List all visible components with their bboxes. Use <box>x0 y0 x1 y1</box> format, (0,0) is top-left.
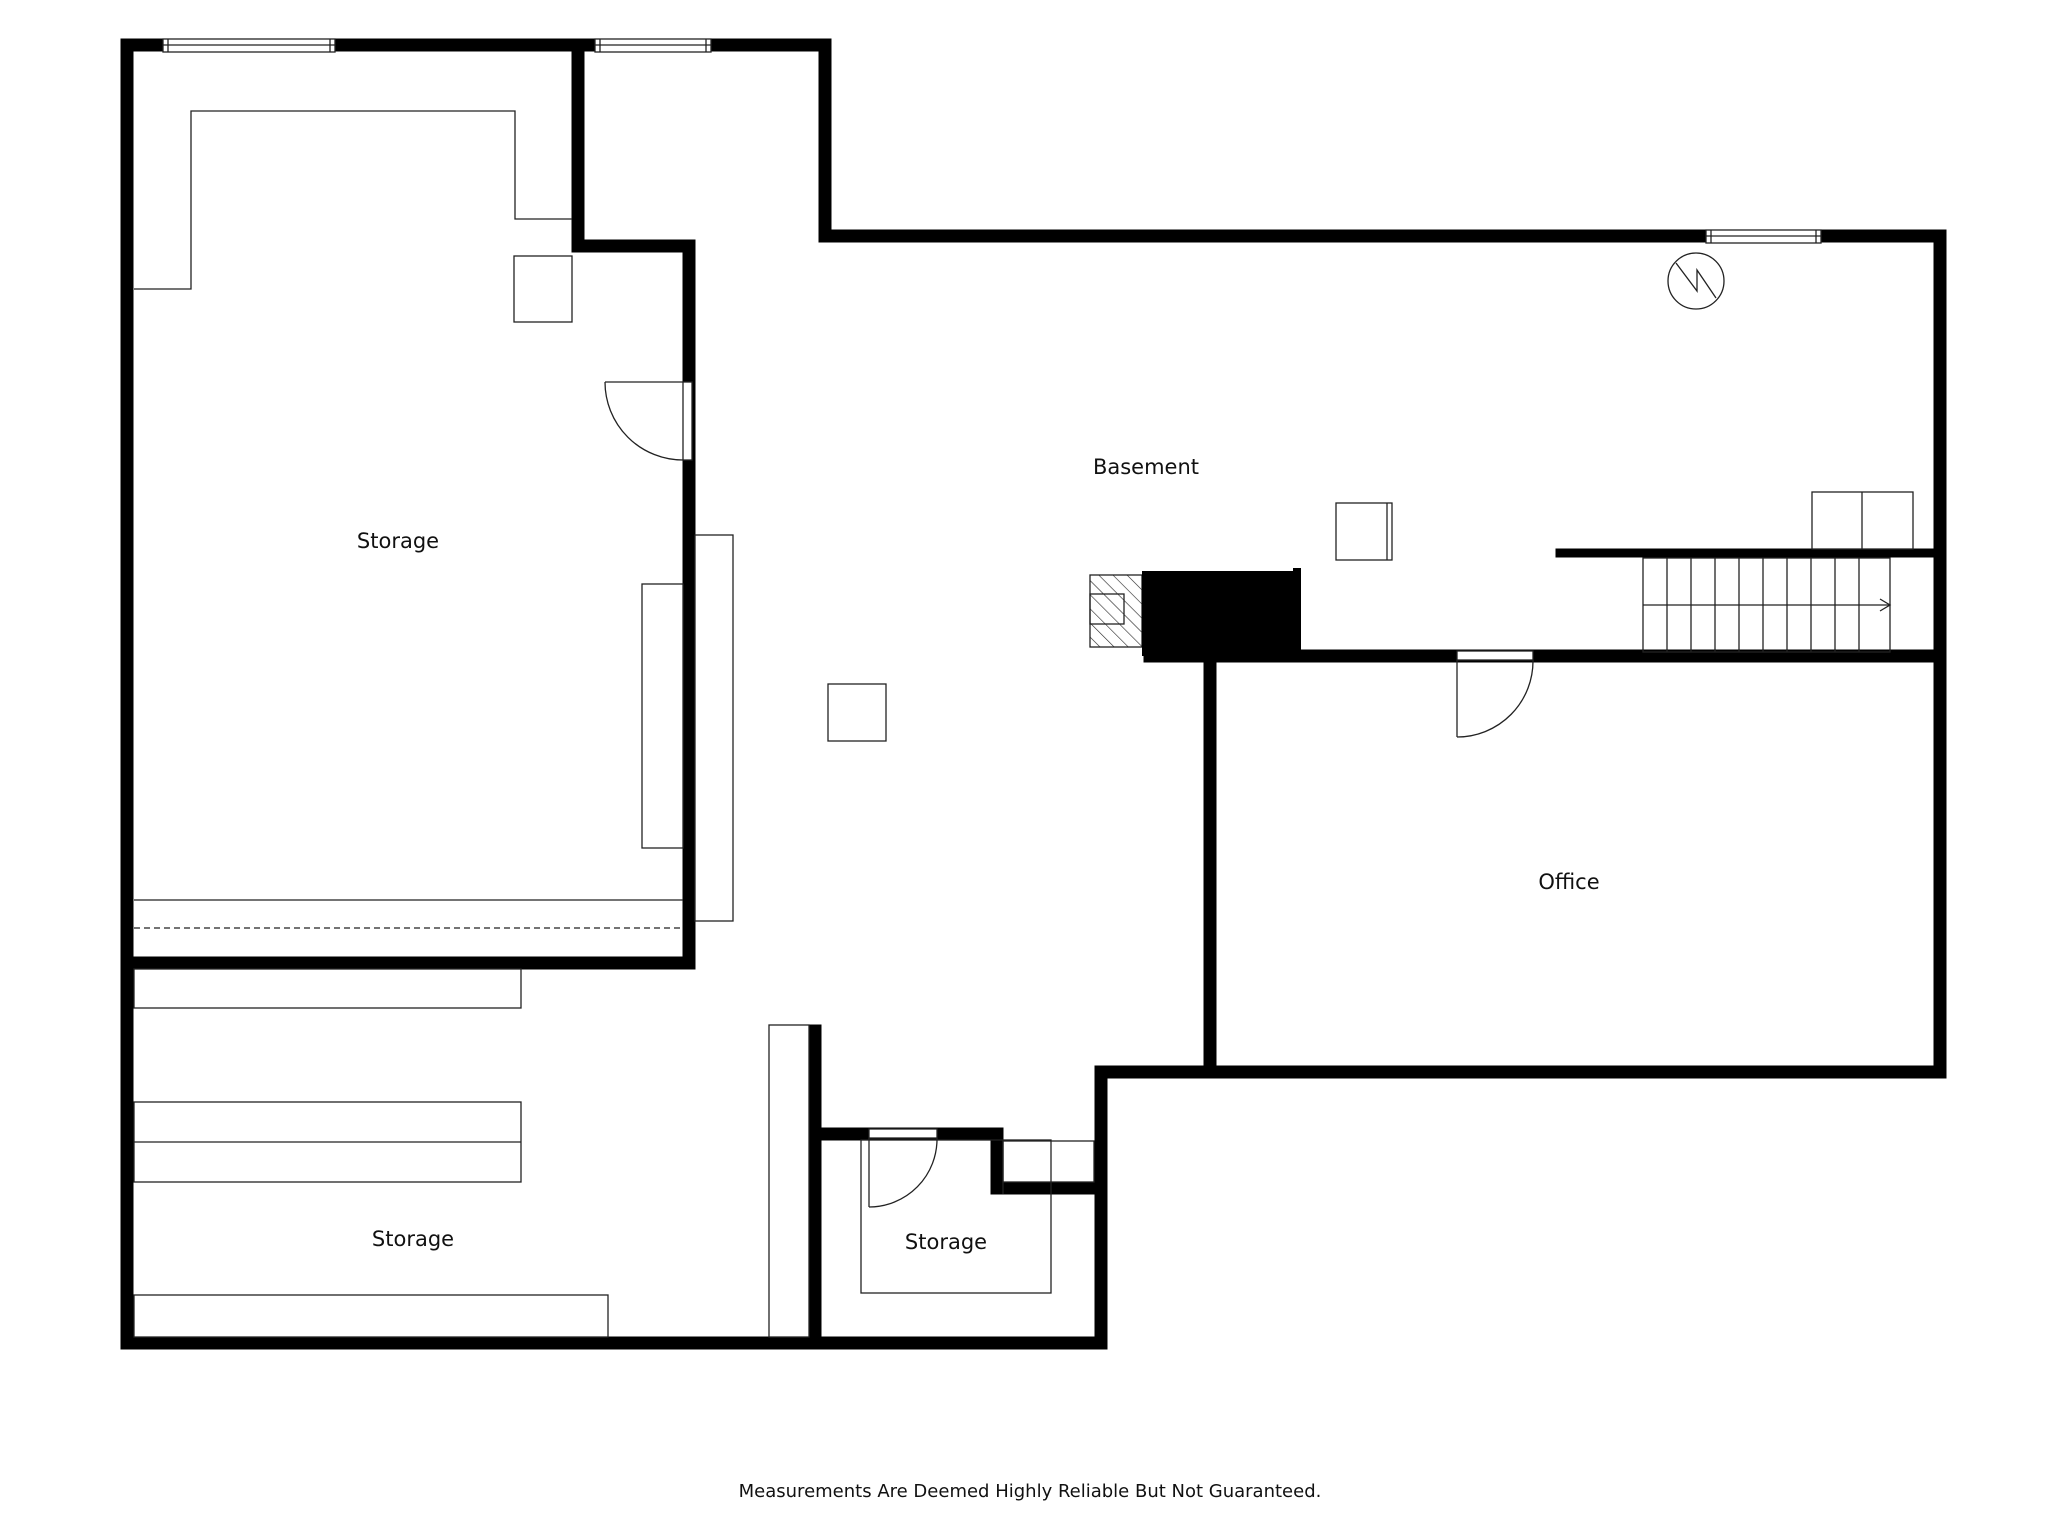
door-office <box>1456 650 1534 738</box>
chimney-icon <box>1089 568 1301 656</box>
stairs-icon <box>1642 557 1892 653</box>
disclaimer-text: Measurements Are Deemed Highly Reliable … <box>739 1481 1322 1502</box>
room-label-basement: Basement <box>1093 455 1199 479</box>
small-storage-nook <box>1002 1140 1095 1183</box>
lower-storage-shelf-1 <box>133 968 522 1009</box>
water-heater-icon <box>1667 252 1725 310</box>
room-label-office: Office <box>1538 870 1599 894</box>
exterior-walls <box>120 38 1947 1350</box>
room-label-storage-small: Storage <box>905 1230 987 1254</box>
windows <box>162 38 1822 244</box>
door-storage-main <box>604 381 693 461</box>
basement-shelf <box>694 534 734 922</box>
room-label-storage-lower: Storage <box>372 1227 454 1251</box>
fixtures <box>133 110 1914 1338</box>
storage-counter <box>134 110 572 290</box>
basement-box <box>827 683 887 742</box>
window-top-right <box>1705 229 1822 244</box>
storage-shelf-inner <box>641 583 684 849</box>
small-storage-shelf <box>860 1139 1052 1294</box>
room-label-storage-main: Storage <box>357 529 439 553</box>
lower-storage-shelf-3 <box>133 1294 609 1338</box>
basement-cabinet <box>1335 502 1393 561</box>
storage-box <box>513 255 573 323</box>
doors <box>604 381 1534 1208</box>
window-top-center <box>594 38 712 53</box>
window-top-left <box>162 38 336 53</box>
lower-storage-shelf-vertical <box>768 1024 810 1338</box>
door-storage-small <box>868 1128 938 1208</box>
